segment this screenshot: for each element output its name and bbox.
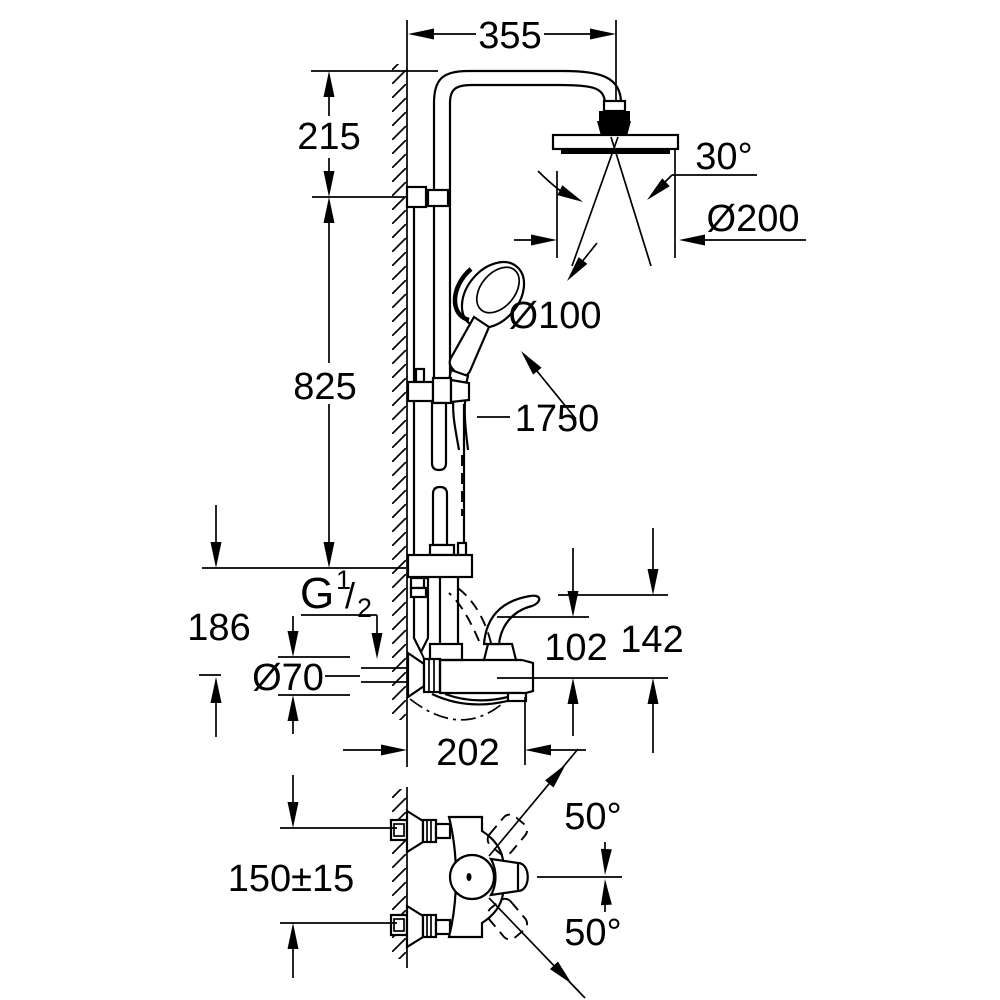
head-ball-joint [597, 99, 631, 136]
thread-slash: / [345, 575, 355, 616]
holder-pin [414, 367, 426, 384]
dim-swivel-angle-lower: 50° [564, 912, 621, 954]
hand-shower-holder [406, 380, 435, 403]
lower-bracket-pin [456, 541, 468, 557]
dim-head-diameter: Ø200 [707, 198, 800, 240]
cartridge-cap [482, 642, 518, 662]
upper-wall-bracket [405, 185, 428, 209]
dim-spout-height: 102 [544, 627, 607, 669]
dimensions: 355 215 825 30° Ø200 Ø100 [187, 15, 806, 978]
riser-union-nut [428, 642, 464, 662]
hose-segment [431, 485, 449, 547]
dim-hand-shower-diameter: Ø100 [509, 295, 602, 337]
bath-mixer-side-view [406, 576, 541, 721]
cartridge-circle [448, 853, 496, 901]
dim-lever-height: 142 [620, 619, 683, 661]
dim-rail-height: 825 [293, 366, 356, 408]
lower-inlet-escutcheon [405, 904, 425, 949]
dim-inlet-spacing: 150±15 [228, 858, 355, 900]
dim-head-height: 215 [297, 116, 360, 158]
slide-rail [405, 185, 474, 579]
lever-top-view [488, 857, 529, 897]
dim-arm-projection: 355 [478, 15, 541, 57]
dim-escutcheon-diameter: Ø70 [252, 657, 324, 699]
lever-raised-hidden [448, 592, 480, 642]
hand-shower-handle-end [430, 401, 448, 472]
dim-thread-size: G 1 / 2 [300, 565, 372, 623]
wall-section-upper [392, 20, 408, 767]
spout-outlet [506, 691, 528, 703]
wall-section-lower [392, 787, 408, 968]
wall-union-nut [422, 657, 442, 694]
dim-spray-angle: 30° [695, 136, 752, 178]
thread-numerator: 1 [336, 565, 351, 595]
bath-mixer-top-view [389, 748, 622, 999]
mixer-lever [482, 594, 541, 646]
thread-denominator: 2 [357, 593, 372, 623]
dim-swivel-angle-upper: 50° [564, 796, 621, 838]
dim-hose-length: 1750 [515, 398, 600, 440]
wall-escutcheon [406, 650, 426, 700]
dim-spout-projection: 202 [436, 732, 499, 774]
dim-outlet-drop: 186 [187, 607, 250, 649]
upper-inlet-escutcheon [405, 809, 425, 854]
thread-base: G [300, 569, 334, 618]
lower-wall-bracket [406, 553, 474, 579]
hand-shower [446, 260, 526, 516]
spout-swivel-arc [409, 698, 503, 721]
spout-underside [431, 693, 516, 706]
